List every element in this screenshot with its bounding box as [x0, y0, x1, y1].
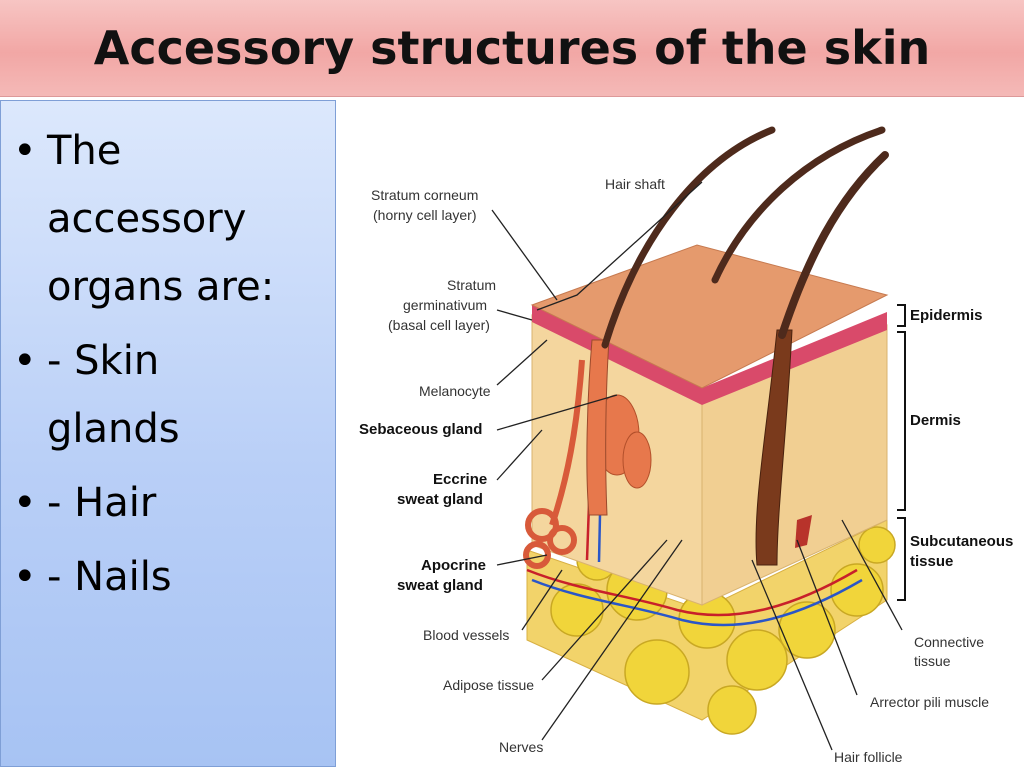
epidermis-front-band [532, 305, 702, 405]
label-melanocyte: Melanocyte [419, 383, 491, 399]
arrector-pili-muscle-shape [795, 515, 812, 548]
label-apocrine-1: Apocrine [421, 557, 486, 574]
label-connective-2: tissue [914, 653, 951, 669]
label-adipose-tissue: Adipose tissue [443, 677, 534, 693]
bullet-item-hair: - Hair [1, 469, 335, 537]
label-stratum-germinativum-2: germinativum [403, 297, 487, 313]
layer-brackets [897, 304, 906, 601]
label-dermis: Dermis [910, 412, 961, 429]
bullet-line: - Nails [47, 554, 172, 600]
bullet-line: - Skin [47, 338, 160, 384]
label-stratum-corneum-1: Stratum corneum [371, 187, 478, 203]
label-hair-follicle: Hair follicle [834, 749, 903, 765]
label-subcutaneous-1: Subcutaneous [910, 533, 1013, 550]
bullet-item-intro: The accessory organs are: [1, 117, 335, 321]
label-stratum-corneum-2: (horny cell layer) [373, 207, 476, 223]
label-stratum-germinativum-3: (basal cell layer) [388, 317, 490, 333]
epidermis-right-band [702, 312, 887, 405]
label-nerves: Nerves [499, 739, 543, 755]
hair-follicle-right [755, 329, 793, 566]
bullet-item-nails: - Nails [1, 543, 335, 611]
label-sebaceous-gland: Sebaceous gland [359, 421, 482, 438]
bullet-line: organs are: [47, 264, 275, 310]
label-blood-vessels: Blood vessels [423, 627, 509, 643]
label-hair-shaft: Hair shaft [605, 176, 665, 192]
label-stratum-germinativum-1: Stratum [447, 277, 496, 293]
label-apocrine-2: sweat gland [397, 577, 483, 594]
bullet-line: - Hair [47, 480, 157, 526]
bullet-list: The accessory organs are: - Skin glands … [1, 101, 335, 611]
slide-title: Accessory structures of the skin [93, 21, 931, 75]
bullet-line: accessory [47, 196, 247, 242]
skin-diagram: Stratum corneum (horny cell layer) Hair … [337, 100, 1024, 767]
bullet-item-skin-glands: - Skin glands [1, 327, 335, 463]
bullet-line: The [47, 128, 122, 174]
title-bar [0, 0, 1024, 97]
label-eccrine-1: Eccrine [433, 471, 487, 488]
bullet-line: glands [47, 406, 180, 452]
label-connective-1: Connective [914, 634, 984, 650]
label-eccrine-2: sweat gland [397, 491, 483, 508]
adipose-lobules [550, 526, 896, 735]
leader-lines [491, 181, 903, 751]
label-subcutaneous-2: tissue [910, 553, 953, 570]
bullet-panel: The accessory organs are: - Skin glands … [0, 100, 336, 767]
sweat-gland-coils [523, 359, 585, 569]
label-epidermis: Epidermis [910, 307, 983, 324]
hair-follicle-left [586, 339, 610, 516]
skin-cross-section: Stratum corneum (horny cell layer) Hair … [359, 126, 1013, 765]
label-arrector-pili: Arrector pili muscle [870, 694, 989, 710]
